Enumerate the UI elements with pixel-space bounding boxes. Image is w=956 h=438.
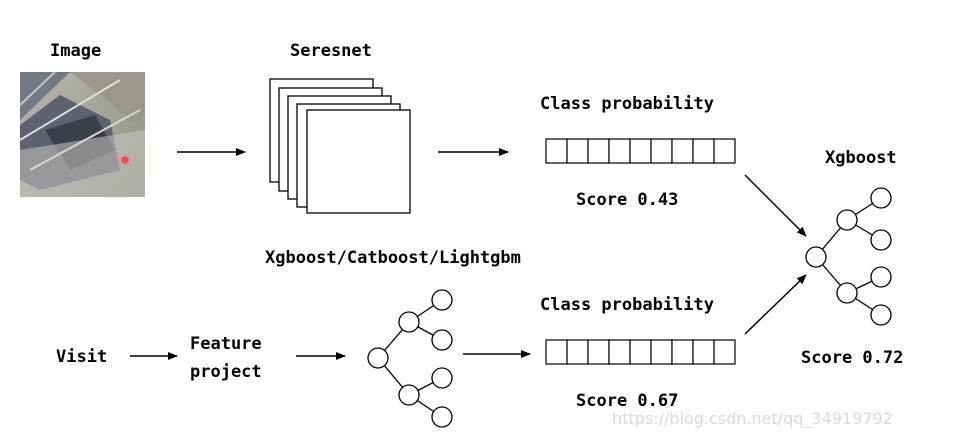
probability-cell xyxy=(692,138,715,164)
arrow-top-score-to-xgboost xyxy=(744,174,807,237)
probability-cell xyxy=(587,339,610,365)
gbm-models-label: Xgboost/Catboost/Lightgbm xyxy=(265,248,521,268)
probability-cell xyxy=(608,339,631,365)
score-top-label: Score 0.43 xyxy=(576,190,678,210)
class-probability-vector-bottom xyxy=(545,339,736,365)
probability-cell xyxy=(587,138,610,164)
probability-cell xyxy=(671,339,694,365)
probability-cell xyxy=(629,138,652,164)
probability-cell xyxy=(671,138,694,164)
probability-cell xyxy=(713,339,736,365)
probability-cell xyxy=(713,138,736,164)
probability-cell xyxy=(629,339,652,365)
probability-cell xyxy=(650,138,673,164)
feature-project-label-line1: Feature xyxy=(190,334,262,354)
seresnet-feature-maps xyxy=(269,78,411,214)
class-probability-bottom-label: Class probability xyxy=(540,295,714,315)
xgboost-label: Xgboost xyxy=(825,148,897,168)
class-probability-top-label: Class probability xyxy=(540,94,714,114)
arrow-bottom-score-to-xgboost xyxy=(744,274,807,335)
gbm-tree-icon xyxy=(367,289,453,428)
probability-cell xyxy=(545,339,568,365)
seresnet-label: Seresnet xyxy=(290,41,372,61)
feature-project-label-line2: project xyxy=(190,362,262,382)
watermark: https://blog.csdn.net/qq_34919792 xyxy=(612,409,893,429)
image-label: Image xyxy=(50,41,101,61)
probability-cell xyxy=(566,138,589,164)
class-probability-vector-top xyxy=(545,138,736,164)
satellite-image xyxy=(19,71,145,197)
probability-cell xyxy=(650,339,673,365)
probability-cell xyxy=(545,138,568,164)
probability-cell xyxy=(608,138,631,164)
probability-cell xyxy=(566,339,589,365)
xgboost-tree-icon xyxy=(805,187,892,326)
visit-label: Visit xyxy=(56,347,107,367)
score-bottom-label: Score 0.67 xyxy=(576,391,678,411)
final-score-label: Score 0.72 xyxy=(801,348,903,368)
probability-cell xyxy=(692,339,715,365)
